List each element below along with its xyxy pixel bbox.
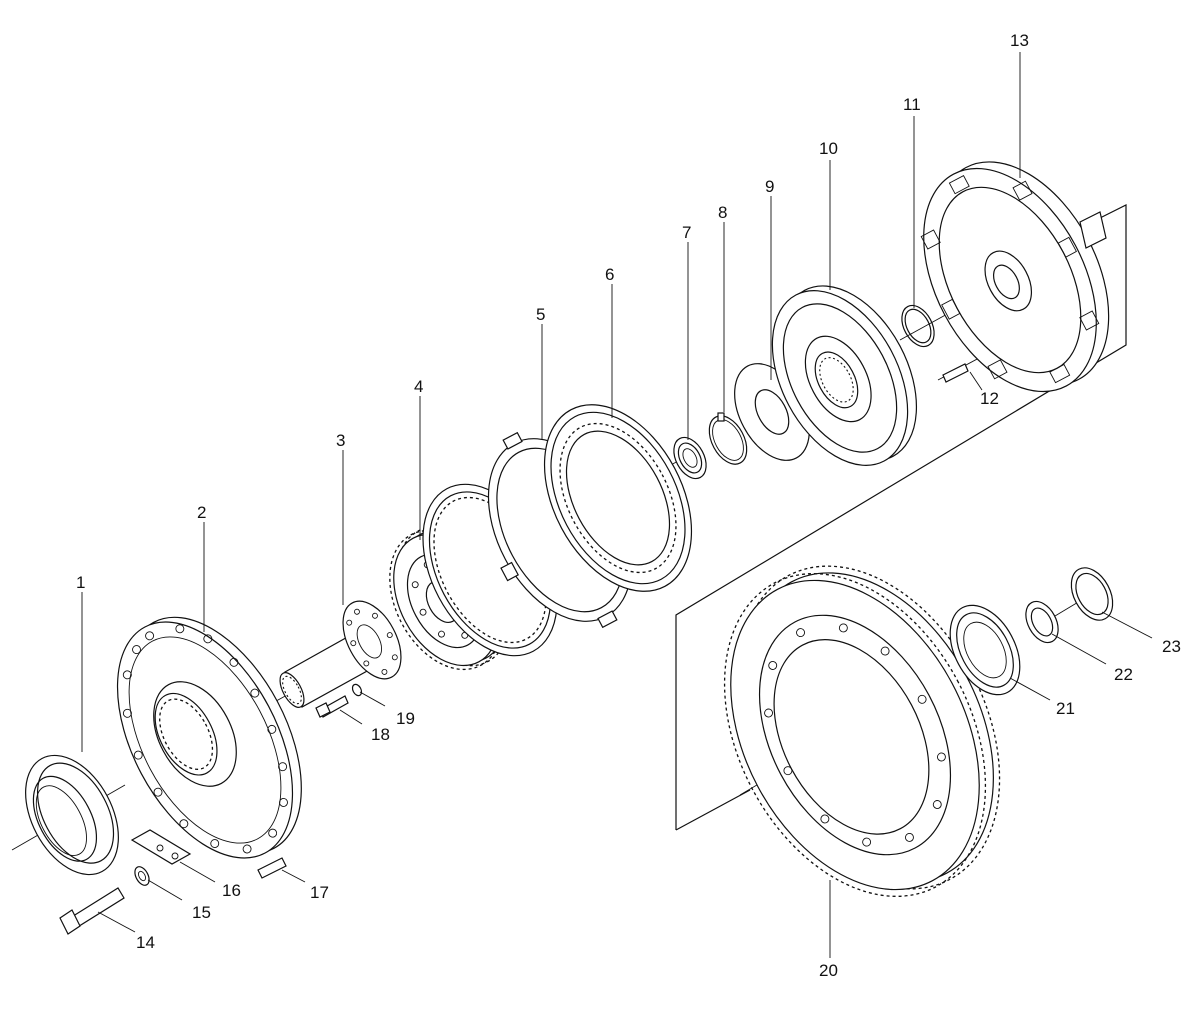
callout-22: 22: [1114, 665, 1133, 684]
part-21-bearing: [949, 604, 1021, 696]
callout-3: 3: [336, 431, 345, 450]
part-20-large-gear: [723, 565, 1001, 897]
callout-21: 21: [1056, 699, 1075, 718]
callout-9: 9: [765, 177, 774, 196]
callout-6: 6: [605, 265, 614, 284]
part-1-bearing: [25, 754, 119, 876]
leader-lines: [81, 52, 1153, 958]
part-15-washer: [134, 866, 150, 886]
part-14-bolt: [59, 887, 125, 935]
part-16-lock-plate: [130, 829, 192, 865]
part-13-cover-housing: [920, 161, 1110, 393]
callout-4: 4: [414, 377, 423, 396]
callout-10: 10: [819, 139, 838, 158]
callout-20: 20: [819, 961, 838, 980]
part-23-shim-ring: [1070, 567, 1114, 621]
callout-12: 12: [980, 389, 999, 408]
part-22-spacer-ring: [1025, 600, 1059, 644]
callout-2: 2: [197, 503, 206, 522]
part-2-hub-carrier: [116, 616, 302, 859]
callout-15: 15: [192, 903, 211, 922]
callout-23: 23: [1162, 637, 1181, 656]
callout-14: 14: [136, 933, 155, 952]
callout-19: 19: [396, 709, 415, 728]
part-17-pin: [257, 857, 287, 879]
part-7-small-bearing: [673, 436, 707, 480]
part-8-snap-ring: [708, 412, 748, 465]
callout-labels: 1 2 3 4 5 6 7 8 9 10 11 12 13 14 15 16 1…: [76, 31, 1181, 980]
part-6-clutch-plate: [543, 404, 693, 592]
callout-1: 1: [76, 573, 85, 592]
callout-7: 7: [682, 223, 691, 242]
assembly-frame: [675, 204, 1127, 831]
part-11-seal-ring: [901, 304, 935, 348]
part-3-splined-shaft: [279, 600, 402, 708]
callout-13: 13: [1010, 31, 1029, 50]
part-10-piston-housing: [771, 285, 918, 466]
callout-17: 17: [310, 883, 329, 902]
part-18-small-bolt: [315, 695, 349, 718]
callout-8: 8: [718, 203, 727, 222]
part-12-dowel-pin: [942, 363, 969, 383]
callout-18: 18: [371, 725, 390, 744]
callout-11: 11: [903, 95, 921, 114]
callout-16: 16: [222, 881, 241, 900]
part-19-small-washer: [351, 683, 363, 697]
callout-5: 5: [536, 305, 545, 324]
